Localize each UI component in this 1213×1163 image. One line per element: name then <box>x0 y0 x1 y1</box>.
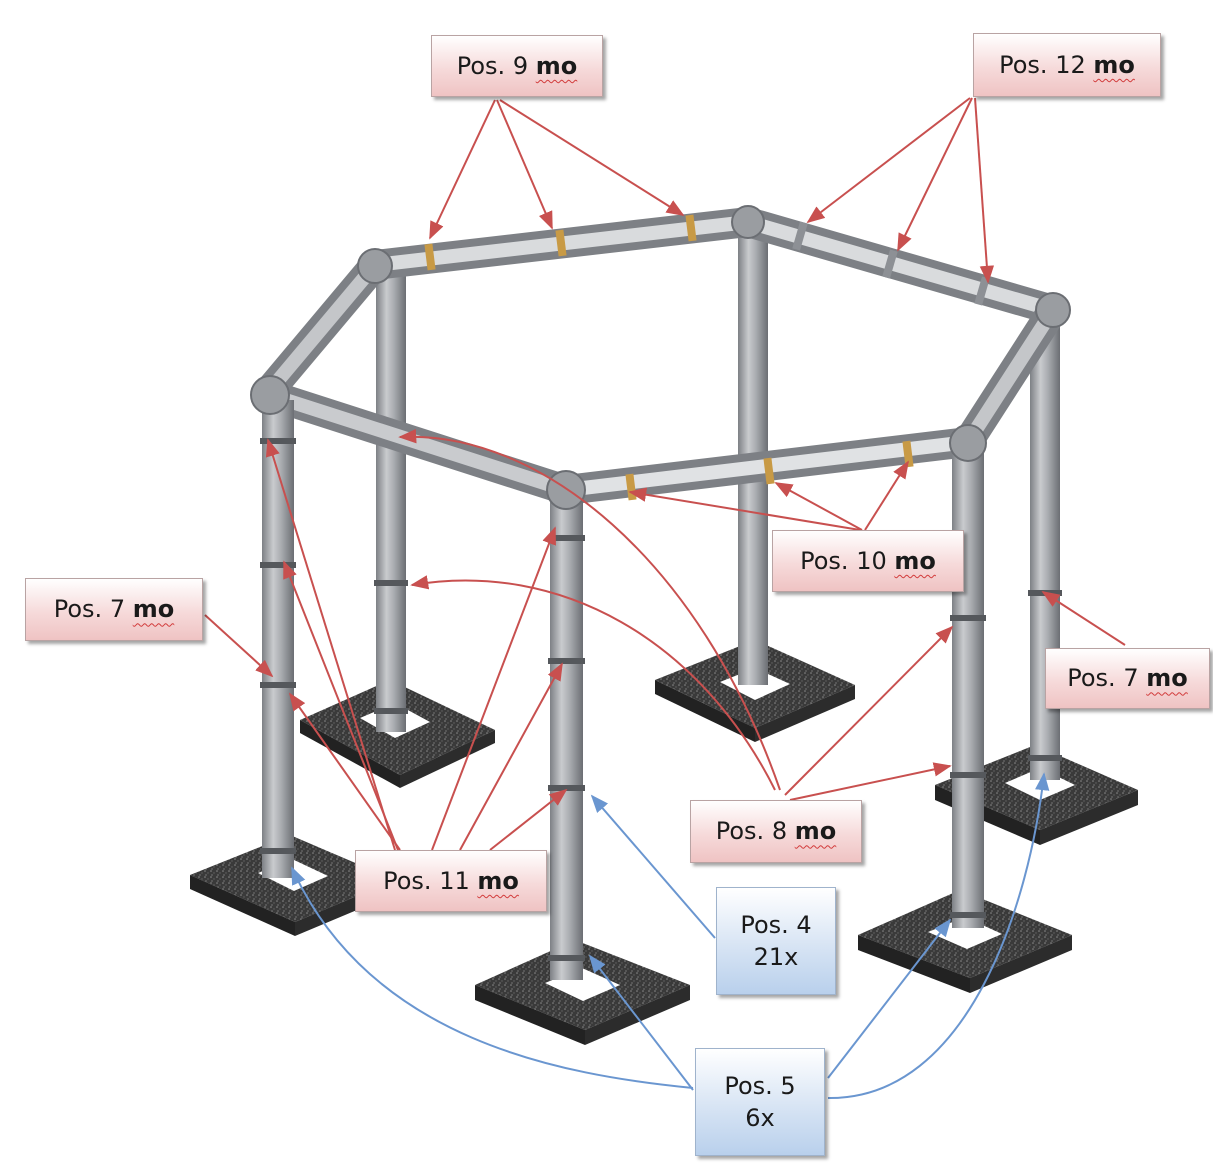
post-back-right <box>1030 315 1060 780</box>
label-pos10: Pos. 10 mo <box>772 530 964 592</box>
label-pos12-suffix: mo <box>1093 50 1135 79</box>
label-pos10-text: Pos. 10 <box>800 546 887 575</box>
label-pos8-text: Pos. 8 <box>715 817 788 846</box>
red-arrows <box>204 97 1126 851</box>
blue-arrows <box>291 772 1050 1100</box>
label-pos4-line2: 21x <box>753 943 799 971</box>
top-rails-front <box>255 380 983 505</box>
label-pos7-right-text: Pos. 7 <box>1067 664 1139 693</box>
post-back-left <box>376 272 406 732</box>
label-pos9-text: Pos. 9 <box>456 51 529 80</box>
post-front-right <box>952 448 984 928</box>
label-pos5: Pos. 5 6x <box>695 1048 825 1156</box>
label-pos5-line2: 6x <box>745 1104 775 1132</box>
post-front-center <box>550 495 583 980</box>
clamps-pos9 <box>424 214 697 271</box>
label-pos11: Pos. 11 mo <box>355 850 547 912</box>
label-pos7-right-suffix: mo <box>1146 664 1188 693</box>
label-pos7-left-suffix: mo <box>132 595 175 624</box>
post-front-left <box>262 400 294 878</box>
label-pos7-left: Pos. 7 mo <box>25 578 203 641</box>
corner-joints <box>250 205 1071 510</box>
label-pos9: Pos. 9 mo <box>431 35 603 97</box>
label-pos4: Pos. 4 21x <box>716 887 836 995</box>
base-plate-front-right <box>858 890 1072 993</box>
label-pos5-line1: Pos. 5 <box>724 1071 796 1100</box>
label-pos4-line1: Pos. 4 <box>740 910 812 939</box>
label-pos12: Pos. 12 mo <box>973 33 1161 97</box>
label-pos9-suffix: mo <box>535 51 578 80</box>
label-pos8: Pos. 8 mo <box>690 800 862 863</box>
label-pos12-text: Pos. 12 <box>999 50 1086 79</box>
label-pos11-suffix: mo <box>477 866 519 895</box>
label-pos10-suffix: mo <box>894 546 936 575</box>
label-pos7-left-text: Pos. 7 <box>53 595 126 624</box>
label-pos8-suffix: mo <box>794 817 837 846</box>
label-pos7-right: Pos. 7 mo <box>1045 648 1210 709</box>
label-pos11-text: Pos. 11 <box>383 866 470 895</box>
